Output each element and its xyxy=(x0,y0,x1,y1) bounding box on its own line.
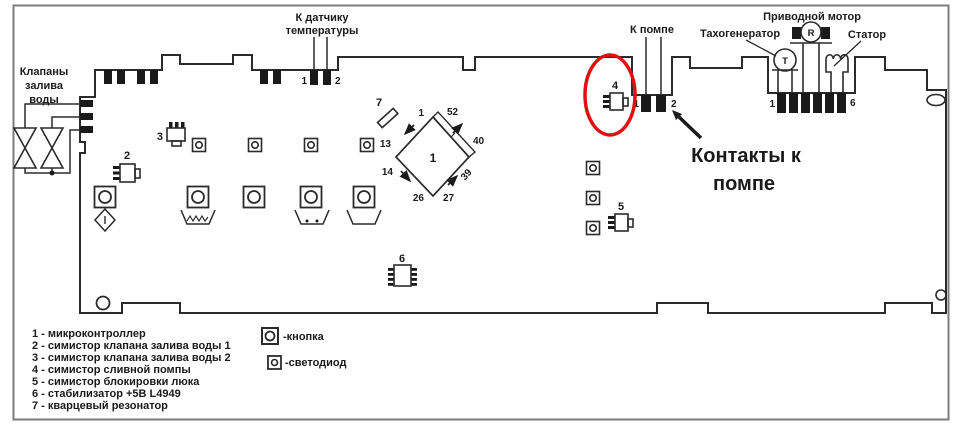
buzzer-diamond-icon xyxy=(93,207,117,233)
drive-motor-label: Приводной мотор xyxy=(763,11,861,23)
pump-contacts-callout: Контакты к помпе xyxy=(672,110,802,195)
legend-item-2: 2 - симистор клапана залива воды 1 xyxy=(32,340,231,352)
legend-item-6: 6 - стабилизатор +5В L4949 xyxy=(32,388,181,400)
component-3-triac: 3 xyxy=(157,122,186,147)
legend-key: -кнопка -светодиод xyxy=(261,327,347,370)
svg-text:4: 4 xyxy=(612,80,619,92)
motor-group: Приводной мотор Тахогенератор Статор T R… xyxy=(700,11,886,110)
component-4-triac: 4 xyxy=(603,80,629,111)
temp-sensor-label-line2: температуры xyxy=(286,25,359,37)
callout-text-line1: Контакты к xyxy=(691,145,802,167)
svg-text:26: 26 xyxy=(413,193,425,204)
svg-text:1: 1 xyxy=(418,108,424,119)
valves-label-line2: залива xyxy=(25,80,64,92)
component-2-triac: 2 xyxy=(113,150,141,183)
basket-icon-3 xyxy=(346,209,382,225)
led-icons xyxy=(191,137,601,236)
basket-icon-2 xyxy=(294,209,330,225)
valves-label-line1: Клапаны xyxy=(20,66,69,78)
svg-text:T: T xyxy=(782,56,788,67)
svg-text:R: R xyxy=(808,28,815,39)
mcu-pin-direction-arrows xyxy=(399,122,464,187)
pump-callout: К помпе 1 2 xyxy=(630,24,677,110)
pump-label: К помпе xyxy=(630,24,674,36)
temp-pin1-label: 1 xyxy=(301,76,307,87)
led-legend-icon xyxy=(267,355,282,370)
mounting-hole-bottom-left xyxy=(95,295,111,311)
motor-pin6-label: 6 xyxy=(850,98,856,109)
button-icons xyxy=(93,185,376,209)
mounting-hole-right xyxy=(935,289,947,301)
svg-text:3: 3 xyxy=(157,131,163,143)
svg-text:14: 14 xyxy=(382,167,394,178)
temp-sensor-label-line1: К датчику xyxy=(295,12,349,24)
board-outline xyxy=(79,54,947,314)
svg-text:27: 27 xyxy=(443,193,455,204)
legend-item-4: 4 - симистор сливной помпы xyxy=(32,364,191,376)
svg-text:13: 13 xyxy=(380,139,392,150)
temp-sensor-callout: К датчику температуры 1 2 xyxy=(286,12,359,87)
tachogenerator-label: Тахогенератор xyxy=(700,28,780,40)
pump-triac-highlight-ellipse xyxy=(583,53,637,137)
left-connector-pins xyxy=(80,100,93,133)
motor-pin1-label: 1 xyxy=(769,99,775,110)
legend-item-1: 1 - микроконтроллер xyxy=(32,328,146,340)
water-valves: Клапаны залива воды xyxy=(12,66,80,176)
temp-pin2-label: 2 xyxy=(335,76,341,87)
valves-label-line3: воды xyxy=(29,94,59,106)
wire-junction-dot xyxy=(49,170,55,176)
callout-arrow xyxy=(677,115,703,140)
tachogenerator-icon: T xyxy=(772,48,798,93)
mounting-slot-top-right xyxy=(926,93,946,107)
mcu-number: 1 xyxy=(430,151,437,165)
legend-item-7: 7 - кварцевый резонатор xyxy=(32,400,168,412)
motor-rotor-icon: R xyxy=(790,21,832,93)
svg-text:5: 5 xyxy=(618,201,624,213)
pump-connector-pins xyxy=(641,95,666,112)
legend-item-3: 3 - симистор клапана залива воды 2 xyxy=(32,352,231,364)
tacho-pointer-line xyxy=(745,39,777,57)
button-legend-icon xyxy=(261,327,279,345)
svg-text:2: 2 xyxy=(124,150,130,162)
misc-symbols xyxy=(93,207,382,233)
top-connector-pins xyxy=(104,70,331,85)
stator-coil-icon xyxy=(825,53,849,93)
stator-pointer-line xyxy=(833,40,862,67)
button-legend-label: -кнопка xyxy=(283,331,325,343)
stator-label: Статор xyxy=(848,29,886,41)
legend-item-5: 5 - симистор блокировки люка xyxy=(32,376,200,388)
pump-pin1-label: 1 xyxy=(633,99,639,110)
component-5-triac: 5 xyxy=(608,201,634,232)
motor-connector-pins xyxy=(777,93,846,113)
svg-text:6: 6 xyxy=(399,253,405,265)
svg-text:52: 52 xyxy=(447,107,459,118)
led-legend-label: -светодиод xyxy=(285,357,347,369)
svg-text:7: 7 xyxy=(376,97,382,109)
legend-list: 1 - микроконтроллер 2 - симистор клапана… xyxy=(32,328,231,412)
basket-icon-1 xyxy=(180,209,216,225)
callout-text-line2: помпе xyxy=(713,173,775,195)
component-7-quartz: 7 xyxy=(376,97,399,129)
svg-text:40: 40 xyxy=(473,136,485,147)
component-6-stabilizer: 6 xyxy=(388,253,417,287)
pump-pin2-label: 2 xyxy=(671,99,677,110)
